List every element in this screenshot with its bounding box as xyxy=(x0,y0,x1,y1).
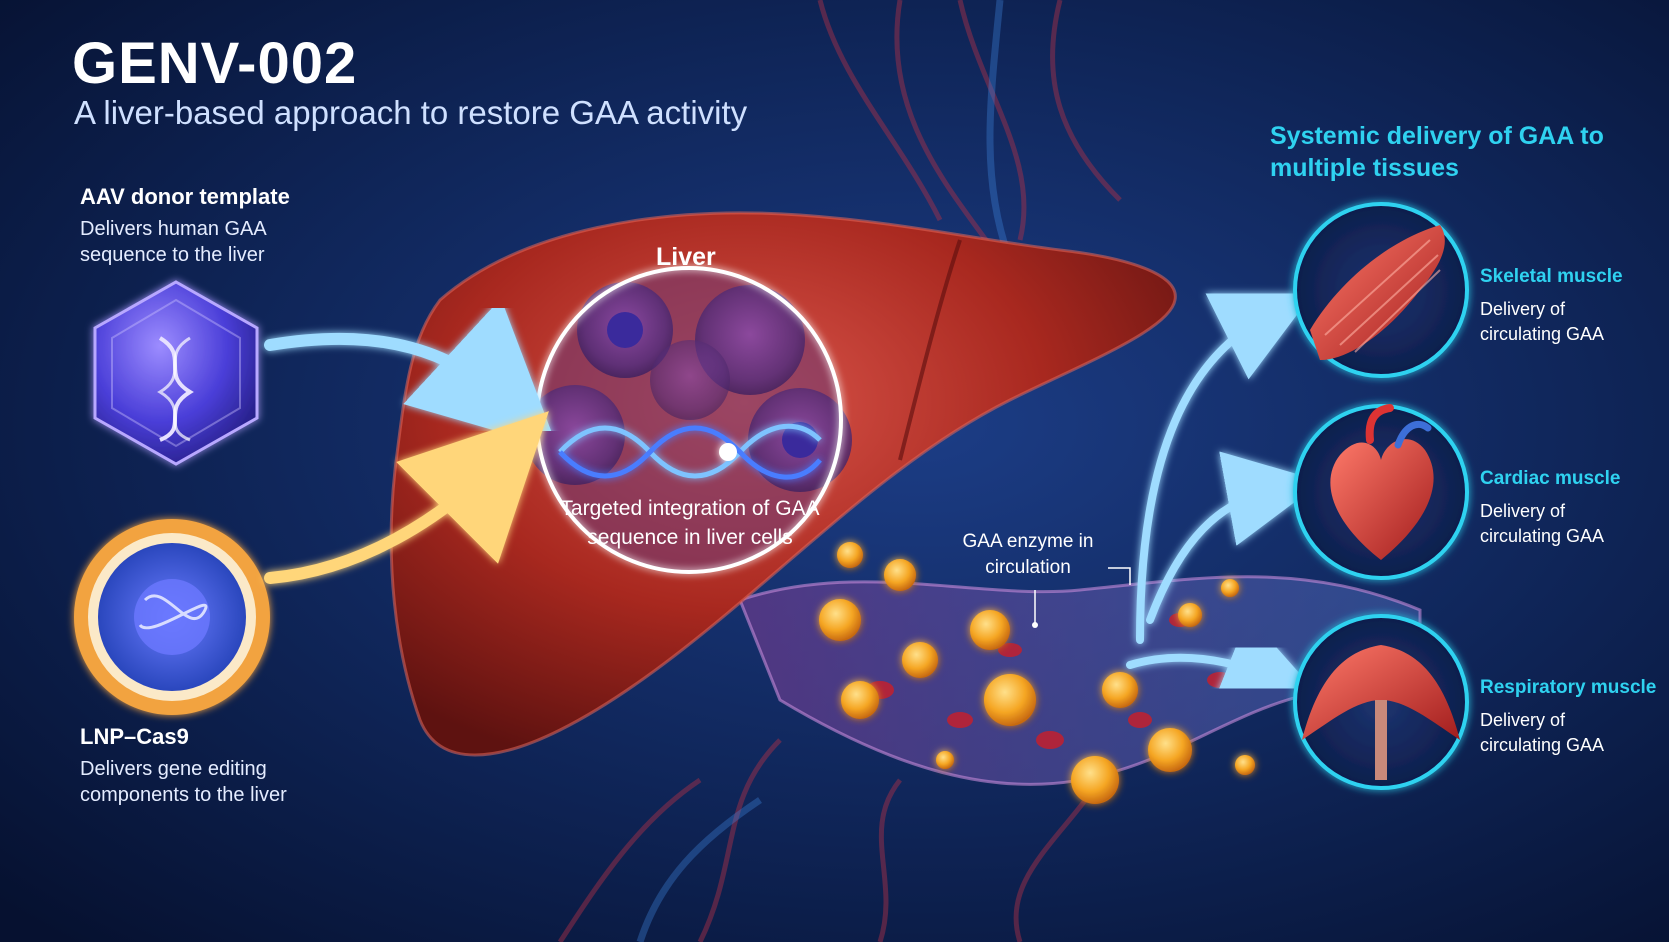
lipid-nanoparticle-icon xyxy=(74,519,270,715)
respiratory-muscle-label: Respiratory muscle xyxy=(1480,677,1657,698)
diaphragm-icon xyxy=(1293,614,1469,790)
lnp-description: Delivers gene editing components to the … xyxy=(80,758,287,806)
integration-label: Targeted integration of GAA sequence in … xyxy=(560,497,820,549)
liver-cell-inset xyxy=(525,266,852,574)
skeletal-muscle-label: Skeletal muscle xyxy=(1480,266,1623,287)
systemic-delivery-heading: Systemic delivery of GAA to multiple tis… xyxy=(1270,122,1604,182)
circulation-callout-line xyxy=(1034,567,1131,625)
dna-helix-icon xyxy=(558,423,822,480)
cardiac-muscle-label: Cardiac muscle xyxy=(1480,468,1621,489)
aav-heading: AAV donor template xyxy=(80,184,290,209)
aav-arrow xyxy=(264,298,558,449)
heart-icon xyxy=(1293,404,1469,580)
lnp-arrow xyxy=(264,411,549,584)
background-blue-vessels xyxy=(636,0,1014,942)
page-subtitle: A liver-based approach to restore GAA ac… xyxy=(74,94,748,131)
cardiac-muscle-description: Delivery of circulating GAA xyxy=(1480,501,1605,546)
lnp-heading: LNP–Cas9 xyxy=(80,724,189,749)
circulation-callout-dot xyxy=(1032,622,1038,628)
skeletal-muscle-icon xyxy=(1293,202,1469,378)
liver-label: Liver xyxy=(656,243,716,271)
liver-lobe-divider xyxy=(898,239,962,461)
arrow-to-skeletal-muscle xyxy=(1136,293,1313,644)
aav-description: Delivers human GAA sequence to the liver xyxy=(80,218,266,266)
gaa-enzyme-particles xyxy=(819,542,1255,804)
arrow-to-respiratory-muscle xyxy=(1126,615,1320,705)
respiratory-muscle-description: Delivery of circulating GAA xyxy=(1480,710,1605,755)
skeletal-muscle-description: Delivery of circulating GAA xyxy=(1480,299,1605,344)
aav-capsid-icon xyxy=(93,280,259,466)
circulation-label: GAA enzyme in circulation xyxy=(962,531,1094,578)
page-title: GENV-002 xyxy=(72,31,358,96)
arrow-to-cardiac-muscle xyxy=(1146,451,1323,624)
